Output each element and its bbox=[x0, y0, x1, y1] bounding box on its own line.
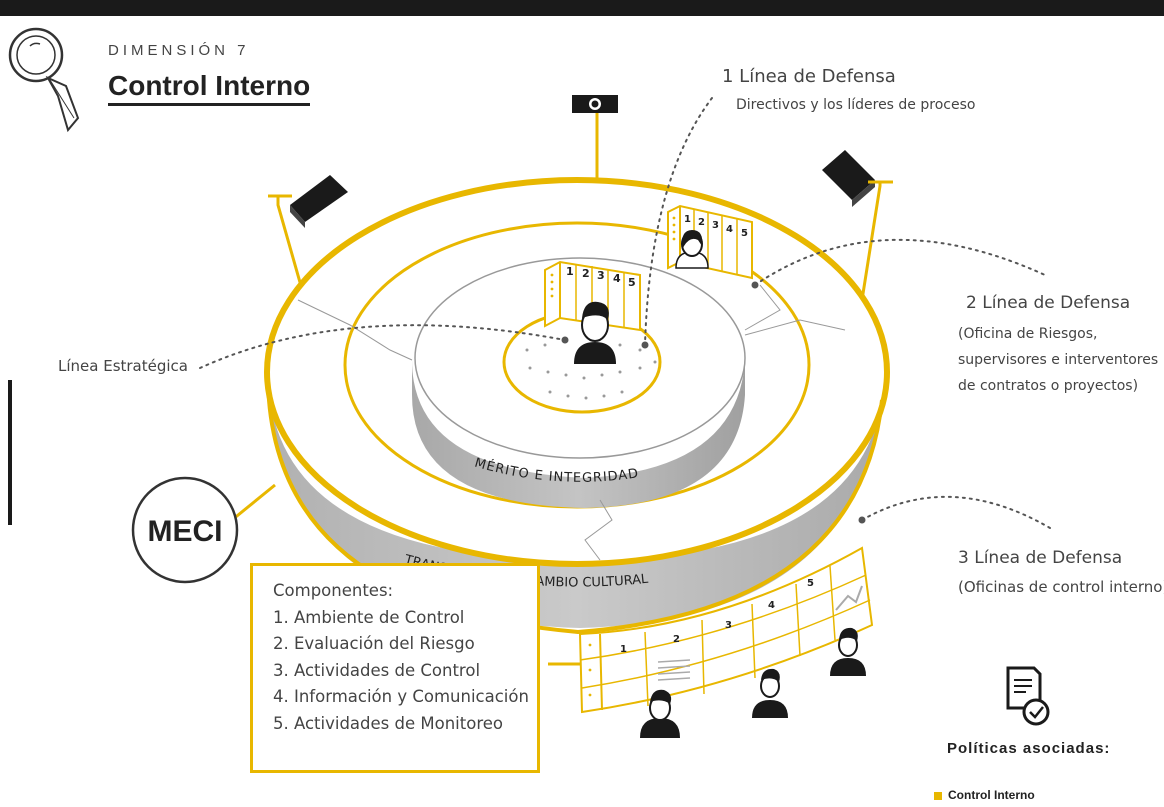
component-item: 4. Información y Comunicación bbox=[273, 687, 529, 706]
upper-panel-num-1: 1 bbox=[684, 214, 691, 225]
bottom-panel-num-3: 3 bbox=[725, 620, 732, 631]
policy-item: Control Interno bbox=[934, 788, 1035, 802]
component-item: 3. Actividades de Control bbox=[273, 660, 481, 680]
upper-person-icon bbox=[675, 230, 709, 269]
line3-desc: (Oficinas de control interno) bbox=[958, 578, 1164, 596]
line1-title: 1 Línea de Defensa bbox=[722, 66, 896, 87]
bottom-panel-num-4: 4 bbox=[768, 600, 775, 611]
central-panel-num-1: 1 bbox=[566, 265, 574, 278]
central-panel-num-3: 3 bbox=[597, 269, 605, 282]
policy-document-icon bbox=[1006, 666, 1050, 726]
top-bar bbox=[0, 0, 1164, 16]
dimension-label: DIMENSIÓN 7 bbox=[108, 42, 250, 59]
central-panel-num-2: 2 bbox=[582, 267, 590, 280]
bottom-person-icons bbox=[640, 627, 866, 738]
bottom-band bbox=[548, 546, 874, 714]
components-heading: Componentes: bbox=[273, 581, 394, 600]
component-item: 5. Actividades de Monitoreo bbox=[273, 713, 503, 733]
line2-desc-3: de contratos o proyectos) bbox=[958, 378, 1139, 394]
upper-panel-num-5: 5 bbox=[741, 228, 748, 239]
camera-top-icon bbox=[572, 95, 618, 185]
left-edge-bar bbox=[8, 380, 12, 525]
component-item: 2. Evaluación del Riesgo bbox=[273, 634, 475, 653]
central-panel-num-5: 5 bbox=[628, 276, 636, 289]
line1-desc: Directivos y los líderes de proceso bbox=[736, 97, 976, 113]
components-box: Componentes: 1. Ambiente de Control 2. E… bbox=[250, 563, 540, 773]
policy-bullet-icon bbox=[934, 791, 942, 800]
line2-desc-1: (Oficina de Riesgos, bbox=[958, 326, 1098, 342]
central-person-icon bbox=[574, 301, 616, 364]
upper-panel-num-4: 4 bbox=[726, 224, 733, 235]
upper-panel-num-2: 2 bbox=[698, 217, 705, 228]
meci-label: MECI bbox=[148, 515, 223, 548]
bottom-panel-num-1: 1 bbox=[620, 644, 627, 655]
camera-left-icon bbox=[268, 175, 348, 301]
meci-circle bbox=[131, 476, 239, 584]
line3-title: 3 Línea de Defensa bbox=[958, 548, 1123, 568]
page-title: Control Interno bbox=[108, 70, 311, 106]
line2-desc-2: supervisores e interventores bbox=[958, 352, 1159, 368]
upper-panel-num-3: 3 bbox=[712, 220, 719, 231]
line2-title: 2 Línea de Defensa bbox=[966, 293, 1131, 313]
bottom-panel-num-2: 2 bbox=[673, 634, 680, 645]
central-panel-num-4: 4 bbox=[613, 272, 621, 285]
component-item: 1. Ambiente de Control bbox=[273, 607, 465, 627]
magnifier-icon bbox=[8, 27, 80, 133]
policies-heading: Políticas asociadas: bbox=[947, 740, 1111, 757]
policy-item-label: Control Interno bbox=[948, 788, 1035, 802]
bottom-panel-num-5: 5 bbox=[807, 578, 814, 589]
camera-right-icon bbox=[822, 150, 893, 301]
strategic-line-label: Línea Estratégica bbox=[58, 357, 188, 375]
